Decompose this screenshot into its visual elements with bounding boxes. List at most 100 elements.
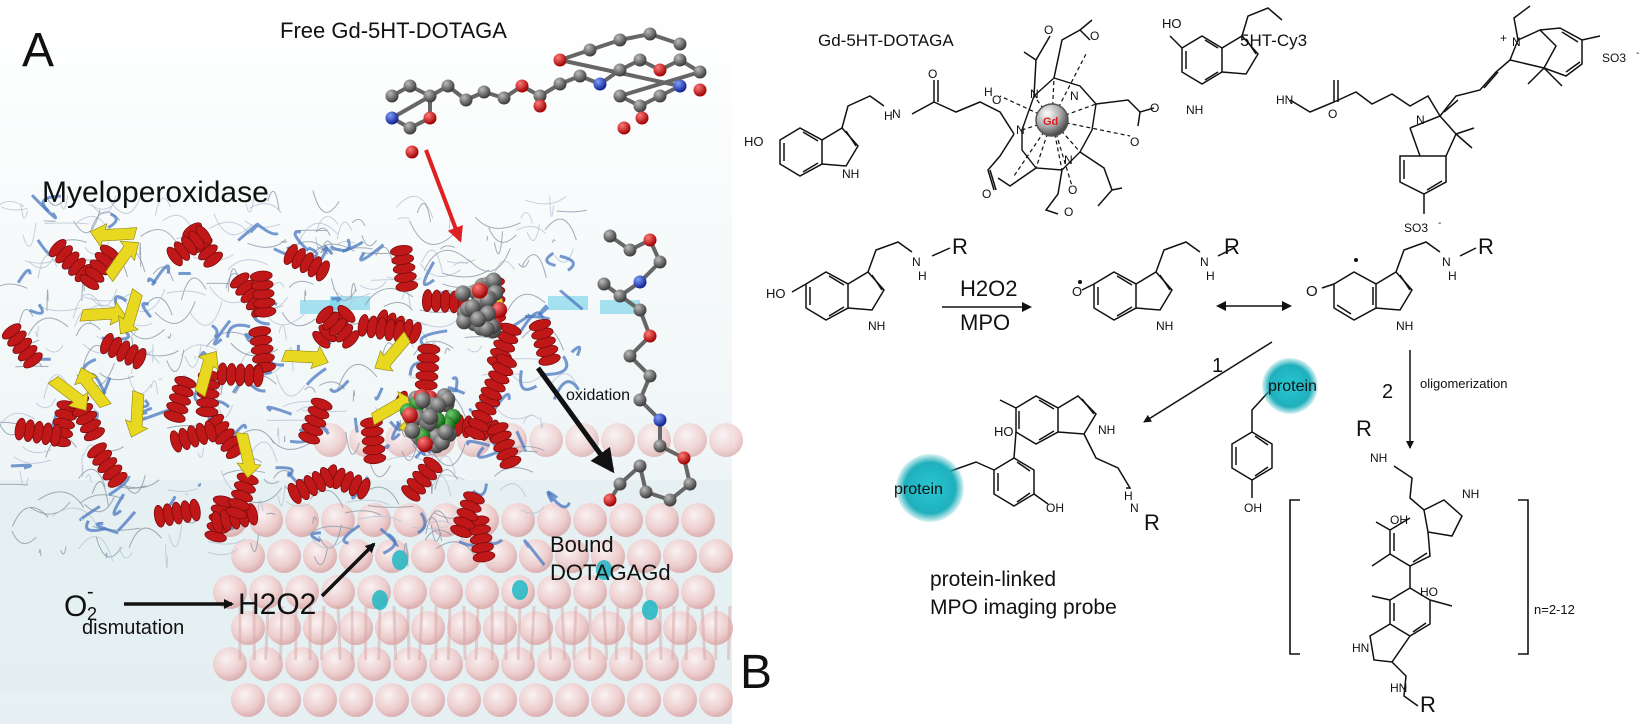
- oligomer-product: [1289, 465, 1529, 707]
- oxidation-label: oxidation: [566, 387, 630, 404]
- path1-arrow: [1143, 341, 1273, 423]
- atom-o-8: O: [1064, 205, 1073, 219]
- protein-blob-product: [896, 454, 964, 522]
- r-group-intermediate2: R: [1478, 234, 1494, 259]
- atom-h-1: H: [884, 109, 893, 123]
- atom-h-2: H: [984, 85, 993, 99]
- serotonin-reactant: [791, 241, 951, 321]
- atom-nh-2: NH: [1186, 103, 1203, 117]
- atom-nh-7: NH: [1098, 423, 1115, 437]
- protein-linked-product: [947, 395, 1132, 507]
- tyrosine-residue: [1231, 387, 1273, 498]
- atom-nh-1: NH: [842, 167, 859, 181]
- 5ht-cy3-structure: [1169, 5, 1601, 214]
- enzyme-label: Myeloperoxidase: [42, 176, 269, 209]
- h2o2-label: H2O2: [238, 588, 316, 621]
- atom-n-8: N: [1130, 501, 1139, 515]
- atom-n-5: N: [1064, 153, 1073, 167]
- atom-o-amide1: O: [928, 67, 937, 81]
- atom-o-1: O: [982, 187, 991, 201]
- bound-probe-molecule: [597, 229, 697, 507]
- atom-oh-tyr: OH: [1244, 501, 1262, 515]
- atom-n-cy2: N: [1512, 35, 1521, 49]
- bound-label-line1: Bound: [550, 532, 614, 557]
- atom-ho-5: HO: [1420, 585, 1438, 599]
- n-label: n=2-12: [1534, 602, 1575, 617]
- atom-ho-1: HO: [744, 134, 764, 149]
- free-probe-label: Free Gd-5HT-DOTAGA: [280, 18, 507, 43]
- panel-b: [779, 5, 1601, 707]
- atom-o-5: O: [1150, 101, 1159, 115]
- atom-plus: +: [1500, 31, 1507, 45]
- atom-nh-8: NH: [1370, 451, 1387, 465]
- path1-label: 1: [1212, 355, 1223, 377]
- atom-nh-4: N: [912, 255, 921, 269]
- radical-dot-1: [1078, 280, 1082, 284]
- atom-h-4: H: [1206, 269, 1215, 283]
- panel-a: A Free Gd-5HT-DOTAGA Myeloperoxidase oxi…: [0, 0, 743, 724]
- atom-nh-6: NH: [1396, 319, 1413, 333]
- reagent-top: H2O2: [960, 276, 1017, 301]
- atom-hn-1: HN: [1276, 93, 1293, 107]
- r-group-intermediate1: R: [1224, 234, 1240, 259]
- atom-minus-1: -: [1636, 48, 1639, 59]
- bound-label-line2: DOTAGAGd: [550, 560, 671, 585]
- atom-h-3: H: [918, 269, 927, 283]
- atom-h-5: H: [1448, 269, 1457, 283]
- atom-n-7: N: [1442, 255, 1451, 269]
- atom-o-4: O: [1090, 29, 1099, 43]
- panel-a-letter: A: [22, 24, 54, 77]
- product-caption-line2: MPO imaging probe: [930, 596, 1117, 619]
- h2o2-arrow: [320, 542, 376, 598]
- atom-o-rad1: O: [1072, 284, 1082, 299]
- atom-n-6: N: [1200, 255, 1209, 269]
- atom-n-cy1: N: [1416, 113, 1425, 127]
- dismutation-label: dismutation: [82, 617, 184, 639]
- atom-ho-4: HO: [994, 424, 1014, 439]
- oxidation-arrow: [535, 366, 615, 474]
- compound2-name: 5HT-Cy3: [1240, 31, 1307, 50]
- panel-b-letter: B: [740, 646, 772, 699]
- atom-o-6: O: [1130, 135, 1139, 149]
- radical-intermediate-1: [1081, 241, 1235, 321]
- oligomerization-label: oligomerization: [1420, 376, 1507, 391]
- atom-minus-2: -: [1438, 218, 1441, 229]
- atom-n-2: N: [1016, 123, 1025, 137]
- gd-5ht-dotaga-structure: [779, 19, 1155, 215]
- atom-oh-2: OH: [1390, 513, 1408, 527]
- binding-arrow: [424, 149, 463, 243]
- panel-b-labels: B Gd-5HT-DOTAGA 5HT-Cy3 Gd H2O2 MPO 1 2 …: [740, 16, 1639, 717]
- atom-hn-2: H: [1124, 489, 1133, 503]
- protein-label-product: protein: [894, 481, 943, 498]
- protein-blob-tyrosine: [1262, 358, 1318, 414]
- atom-so3-2: SO3: [1404, 221, 1428, 235]
- superoxide-charge: -: [87, 581, 94, 603]
- atom-so3-1: SO3: [1602, 51, 1626, 65]
- atom-n-3: N: [1030, 87, 1039, 101]
- r-group-oligomer-bottom: R: [1420, 692, 1436, 717]
- atom-nh-3: NH: [868, 319, 885, 333]
- atom-ho-2: HO: [1162, 16, 1182, 31]
- atom-o-2: O: [992, 93, 1001, 107]
- atom-n-4: N: [1070, 89, 1079, 103]
- atom-o-rad2: O: [1306, 283, 1318, 300]
- r-group-oligomer-top: R: [1356, 416, 1372, 441]
- atom-nh-5: NH: [1156, 319, 1173, 333]
- protein-label-tyrosine: protein: [1268, 378, 1317, 395]
- reagent-bottom: MPO: [960, 310, 1010, 335]
- radical-dot-2: [1354, 258, 1358, 262]
- superoxide-subscript: 2: [87, 604, 97, 624]
- atom-hn-3: HN: [1352, 641, 1369, 655]
- path2-label: 2: [1382, 381, 1393, 403]
- radical-intermediate-2: [1321, 241, 1477, 321]
- atom-ho-3: HO: [766, 286, 786, 301]
- atom-oh-1: OH: [1046, 501, 1064, 515]
- myeloperoxidase-ribbon: [0, 189, 587, 569]
- r-group-product: R: [1144, 510, 1160, 535]
- atom-n-1: N: [892, 107, 901, 121]
- product-caption-line1: protein-linked: [930, 568, 1056, 591]
- atom-nh-9: NH: [1462, 487, 1479, 501]
- superoxide-label: O: [64, 590, 87, 623]
- gd-label: Gd: [1043, 116, 1058, 128]
